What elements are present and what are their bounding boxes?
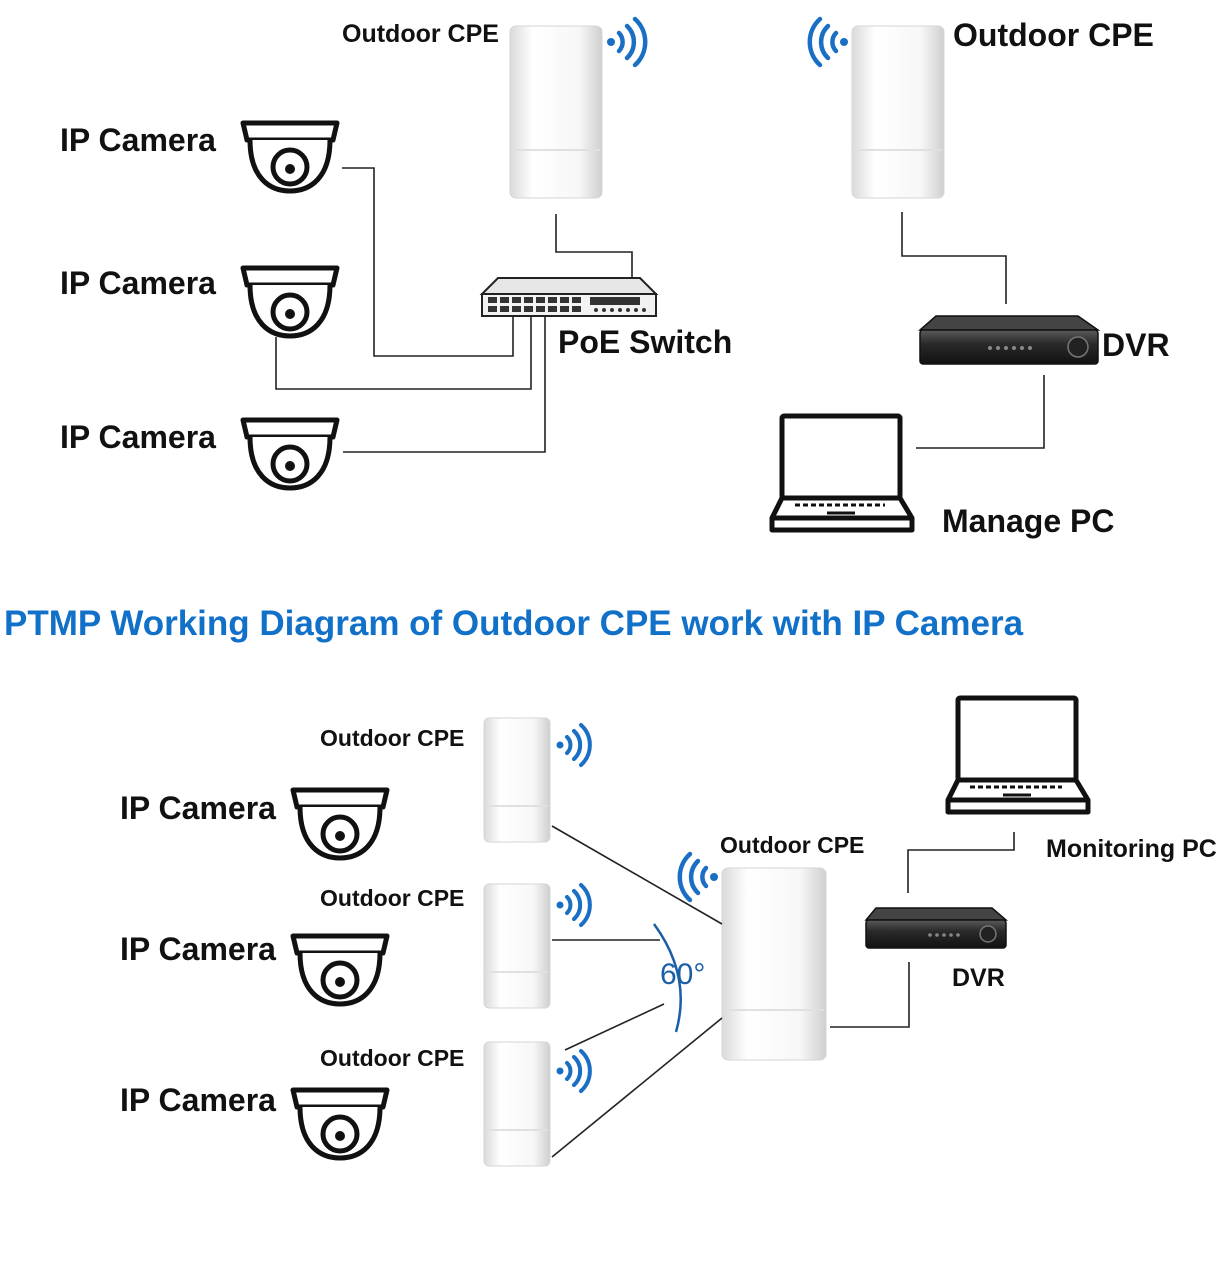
laptop-icon — [769, 413, 915, 533]
outdoor-cpe-bottom-3 — [483, 1041, 551, 1167]
dvr-icon — [918, 315, 1101, 365]
cpe-label-top-right: Outdoor CPE — [953, 17, 1154, 53]
camera-label-top-3: IP Camera — [60, 419, 216, 455]
poe-switch-icon — [479, 277, 659, 317]
outdoor-cpe-center — [721, 867, 827, 1061]
dvr-label-top: DVR — [1102, 327, 1170, 363]
ip-camera-icon — [240, 265, 340, 339]
pc-label-top: Manage PC — [942, 503, 1115, 539]
ip-camera-icon — [240, 120, 340, 194]
angle-arc — [652, 923, 682, 1033]
wifi-signal-icon — [607, 16, 648, 68]
camera-label-top-2: IP Camera — [60, 265, 216, 301]
outdoor-cpe-top-right — [851, 25, 945, 199]
cpe-label-top-left: Outdoor CPE — [342, 20, 499, 48]
ip-camera-icon — [290, 787, 390, 861]
wifi-signal-icon — [556, 883, 592, 927]
cpe-label-bottom-2: Outdoor CPE — [320, 885, 465, 911]
connection-lines — [275, 167, 1045, 453]
camera-label-bottom-2: IP Camera — [120, 931, 276, 967]
angle-label: 60° — [660, 958, 706, 991]
wifi-signal-icon — [556, 1049, 592, 1093]
ip-camera-icon — [290, 1087, 390, 1161]
dvr-label-bottom: DVR — [952, 964, 1005, 992]
wifi-signal-icon — [556, 723, 592, 767]
outdoor-cpe-bottom-1 — [483, 717, 551, 843]
wifi-signal-icon — [807, 16, 848, 68]
ip-camera-icon — [240, 417, 340, 491]
camera-label-bottom-3: IP Camera — [120, 1082, 276, 1118]
laptop-icon — [945, 695, 1091, 815]
switch-label: PoE Switch — [558, 324, 733, 360]
outdoor-cpe-bottom-2 — [483, 883, 551, 1009]
outdoor-cpe-top-left — [509, 25, 603, 199]
pc-label-bottom: Monitoring PC — [1046, 835, 1217, 863]
cpe-label-bottom-1: Outdoor CPE — [320, 725, 465, 751]
ip-camera-icon — [290, 933, 390, 1007]
wifi-signal-icon — [677, 851, 718, 903]
camera-label-bottom-1: IP Camera — [120, 790, 276, 826]
diagram-title: PTMP Working Diagram of Outdoor CPE work… — [4, 604, 1024, 643]
camera-label-top-1: IP Camera — [60, 122, 216, 158]
dvr-icon — [864, 907, 1009, 949]
cpe-label-bottom-3: Outdoor CPE — [320, 1045, 465, 1071]
connection-lines — [551, 825, 1015, 1158]
cpe-label-center: Outdoor CPE — [720, 832, 865, 858]
